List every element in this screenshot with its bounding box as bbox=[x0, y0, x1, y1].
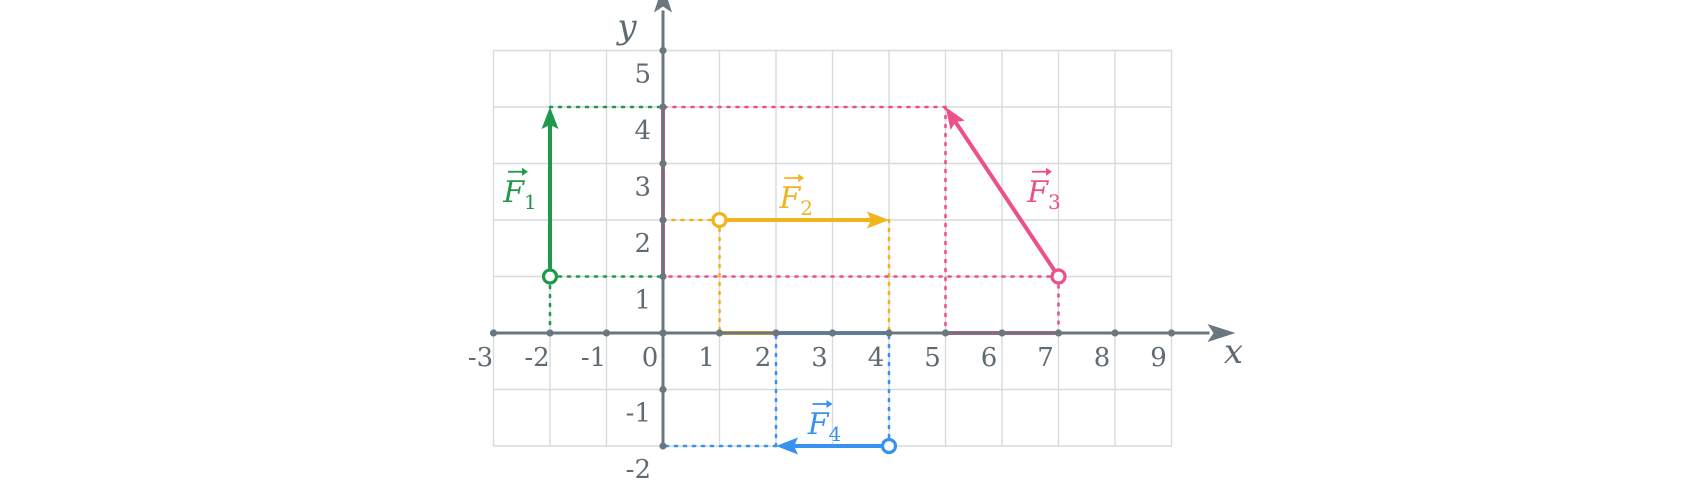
vector-F4-label: F4 bbox=[807, 407, 842, 446]
y-tick-label: 3 bbox=[634, 173, 651, 203]
x-tick-label: 7 bbox=[1037, 343, 1054, 373]
grid bbox=[492, 49, 1173, 447]
x-axis-label: x bbox=[1224, 332, 1243, 372]
vector-F2-arrowhead bbox=[867, 211, 889, 229]
x-tick-dot bbox=[885, 329, 893, 337]
vector-F3-label-arrowhead bbox=[1046, 167, 1052, 176]
x-tick-label: 9 bbox=[1150, 343, 1167, 373]
x-tick-dot bbox=[1111, 329, 1119, 337]
y-tick-dot bbox=[659, 329, 667, 337]
x-tick-dot bbox=[489, 329, 498, 337]
vector-F1-label-arrowhead bbox=[522, 167, 528, 176]
y-tick-dot bbox=[659, 46, 667, 55]
x-tick-label: 4 bbox=[868, 343, 885, 373]
x-tick-label: 3 bbox=[811, 343, 828, 373]
vector-F3-tail bbox=[1050, 268, 1067, 285]
x-tick-dot bbox=[1167, 329, 1176, 337]
vector-F4-label-text: F4 bbox=[807, 407, 842, 446]
x-tick-label: 8 bbox=[1094, 343, 1111, 373]
y-tick-dot bbox=[659, 103, 667, 111]
x-tick-label: -2 bbox=[524, 343, 549, 373]
x-tick-label: -1 bbox=[581, 343, 606, 373]
y-tick-dot bbox=[659, 272, 667, 281]
vector-F4-arrowhead bbox=[776, 437, 798, 455]
y-tick-label: 5 bbox=[634, 60, 651, 90]
x-tick-dot bbox=[998, 329, 1006, 337]
y-tick-label: 1 bbox=[634, 286, 651, 316]
x-tick-label: 2 bbox=[755, 343, 772, 373]
axes bbox=[489, 0, 1236, 450]
x-axis-arrowhead bbox=[1207, 324, 1236, 342]
vector-F3-label-text: F3 bbox=[1026, 175, 1061, 214]
y-tick-dot bbox=[659, 385, 667, 394]
y-tick-dot bbox=[659, 216, 667, 224]
y-tick-label: 4 bbox=[634, 116, 651, 146]
vector-F2-label-text: F2 bbox=[778, 181, 813, 220]
vector-F2-label: F2 bbox=[778, 181, 813, 220]
x-tick-label: 5 bbox=[924, 343, 941, 373]
vector-F1-tail bbox=[541, 268, 559, 285]
vector-F3-shaft bbox=[953, 120, 1061, 278]
x-tick-label: 6 bbox=[981, 343, 998, 373]
x-tick-dot bbox=[715, 329, 724, 337]
x-tick-dot bbox=[546, 329, 554, 337]
vector-F3-label: F3 bbox=[1026, 175, 1061, 214]
y-axis-arrowhead bbox=[654, 0, 672, 13]
y-tick-label: 2 bbox=[634, 229, 651, 259]
x-tick-dot bbox=[772, 329, 780, 337]
vector-F2-tail bbox=[711, 211, 728, 229]
projection-guides bbox=[548, 105, 1060, 448]
x-tick-label: 1 bbox=[698, 343, 715, 373]
vector-F1-label: F1 bbox=[502, 175, 537, 214]
vector-F1-label-text: F1 bbox=[502, 175, 537, 214]
vector-F3-arrowhead bbox=[945, 107, 965, 131]
x-tick-label: -3 bbox=[468, 343, 493, 373]
x-tick-label: 0 bbox=[642, 343, 659, 373]
x-tick-dot bbox=[941, 329, 950, 337]
vectors bbox=[541, 107, 1067, 455]
vector-F4-tail bbox=[880, 437, 898, 455]
y-axis-label: y bbox=[615, 7, 637, 47]
y-tick-dot bbox=[659, 442, 667, 450]
x-tick-dot bbox=[602, 329, 611, 337]
vector-F2-label-arrowhead bbox=[798, 174, 805, 182]
vector-F1-arrowhead bbox=[541, 107, 559, 129]
y-tick-dot bbox=[659, 159, 667, 168]
y-tick-label: -1 bbox=[626, 399, 651, 429]
vector-F4-label-arrowhead bbox=[826, 400, 833, 408]
y-tick-label: -2 bbox=[626, 455, 651, 485]
x-tick-dot bbox=[1054, 329, 1063, 337]
x-tick-dot bbox=[828, 329, 837, 337]
